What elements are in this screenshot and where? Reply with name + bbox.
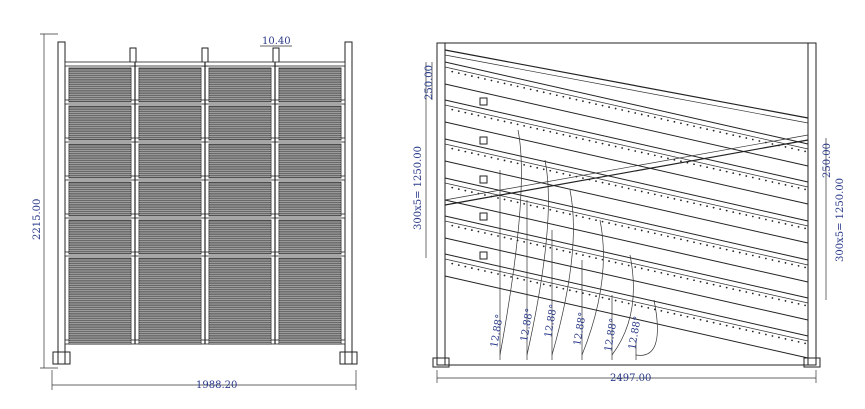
shelf-bottom-rail <box>444 199 809 283</box>
right-foot <box>339 351 358 365</box>
panel <box>138 67 202 103</box>
cross-brace <box>444 139 809 206</box>
panel <box>208 67 272 103</box>
width-dimension: 2497.00 <box>610 373 651 384</box>
bracket <box>479 175 488 184</box>
panel <box>68 143 132 179</box>
angle-arc <box>526 159 549 356</box>
height-dimension: 2215.00 <box>32 199 43 240</box>
shelf-top-rail <box>444 61 809 145</box>
panel <box>138 143 202 179</box>
panel <box>68 219 132 255</box>
angle-label: 12.88° <box>627 315 644 350</box>
shelf-grid <box>64 61 346 345</box>
angle-arcs <box>499 129 658 360</box>
shelf-bottom-rail <box>444 121 809 205</box>
inclined-shelves <box>444 61 809 359</box>
right-foot <box>803 357 821 368</box>
width-dimension: 1988.20 <box>196 380 237 391</box>
angle-label: 12.88° <box>543 303 560 338</box>
bracket <box>479 251 488 260</box>
shelf-bottom-rail <box>444 275 809 359</box>
right-post <box>807 42 817 366</box>
panel <box>138 257 202 345</box>
shelf-top-rail <box>444 138 809 222</box>
panel <box>138 219 202 255</box>
panel <box>278 257 342 345</box>
panel <box>208 219 272 255</box>
shelf-top-rail <box>444 99 809 183</box>
panel <box>68 181 132 217</box>
bracket <box>479 97 488 106</box>
panel <box>68 105 132 141</box>
panel <box>278 181 342 217</box>
left-post <box>436 42 446 366</box>
angle-arc <box>551 189 574 356</box>
cross-brace <box>444 49 809 119</box>
top-dimension: 10.40 <box>262 36 291 47</box>
shelf-top-rail <box>444 177 809 261</box>
left-total-dimension: 300x5= 1250.00 <box>413 146 424 230</box>
left-foot <box>52 351 71 365</box>
rack-side-view: 250.00 300x5= 1250.00 250.00 300x5= 1250… <box>413 42 846 384</box>
panel <box>278 105 342 141</box>
right-top-dimension: 250.00 <box>822 143 833 178</box>
left-upright <box>57 41 66 365</box>
shelf-bottom-rail <box>444 237 809 321</box>
right-upright <box>344 41 353 365</box>
right-total-dimension: 300x5= 1250.00 <box>835 178 846 262</box>
panel <box>278 143 342 179</box>
panel <box>138 105 202 141</box>
panel <box>68 257 132 345</box>
angle-label: 12.88° <box>489 313 506 348</box>
panel <box>278 67 342 103</box>
left-foot <box>432 357 450 368</box>
shelf-top-rail <box>444 253 809 337</box>
panel <box>138 181 202 217</box>
panel <box>208 257 272 345</box>
panel <box>208 181 272 217</box>
angle-arc <box>635 299 658 356</box>
panel <box>208 143 272 179</box>
rack-front-view: 10.40 2215.00 1988.20 <box>32 33 358 391</box>
shelf-bottom-rail <box>444 83 809 167</box>
angle-arc <box>499 129 522 356</box>
panel <box>278 219 342 255</box>
left-top-dimension: 250.00 <box>424 65 435 100</box>
shelf-top-rail <box>444 215 809 299</box>
bracket <box>479 212 488 221</box>
angle-arc <box>611 254 634 356</box>
bracket <box>479 136 488 145</box>
panel <box>68 67 132 103</box>
shelf-bottom-rail <box>444 160 809 244</box>
angle-arc <box>581 219 604 356</box>
angle-label: 12.88° <box>572 311 589 346</box>
panel <box>208 105 272 141</box>
